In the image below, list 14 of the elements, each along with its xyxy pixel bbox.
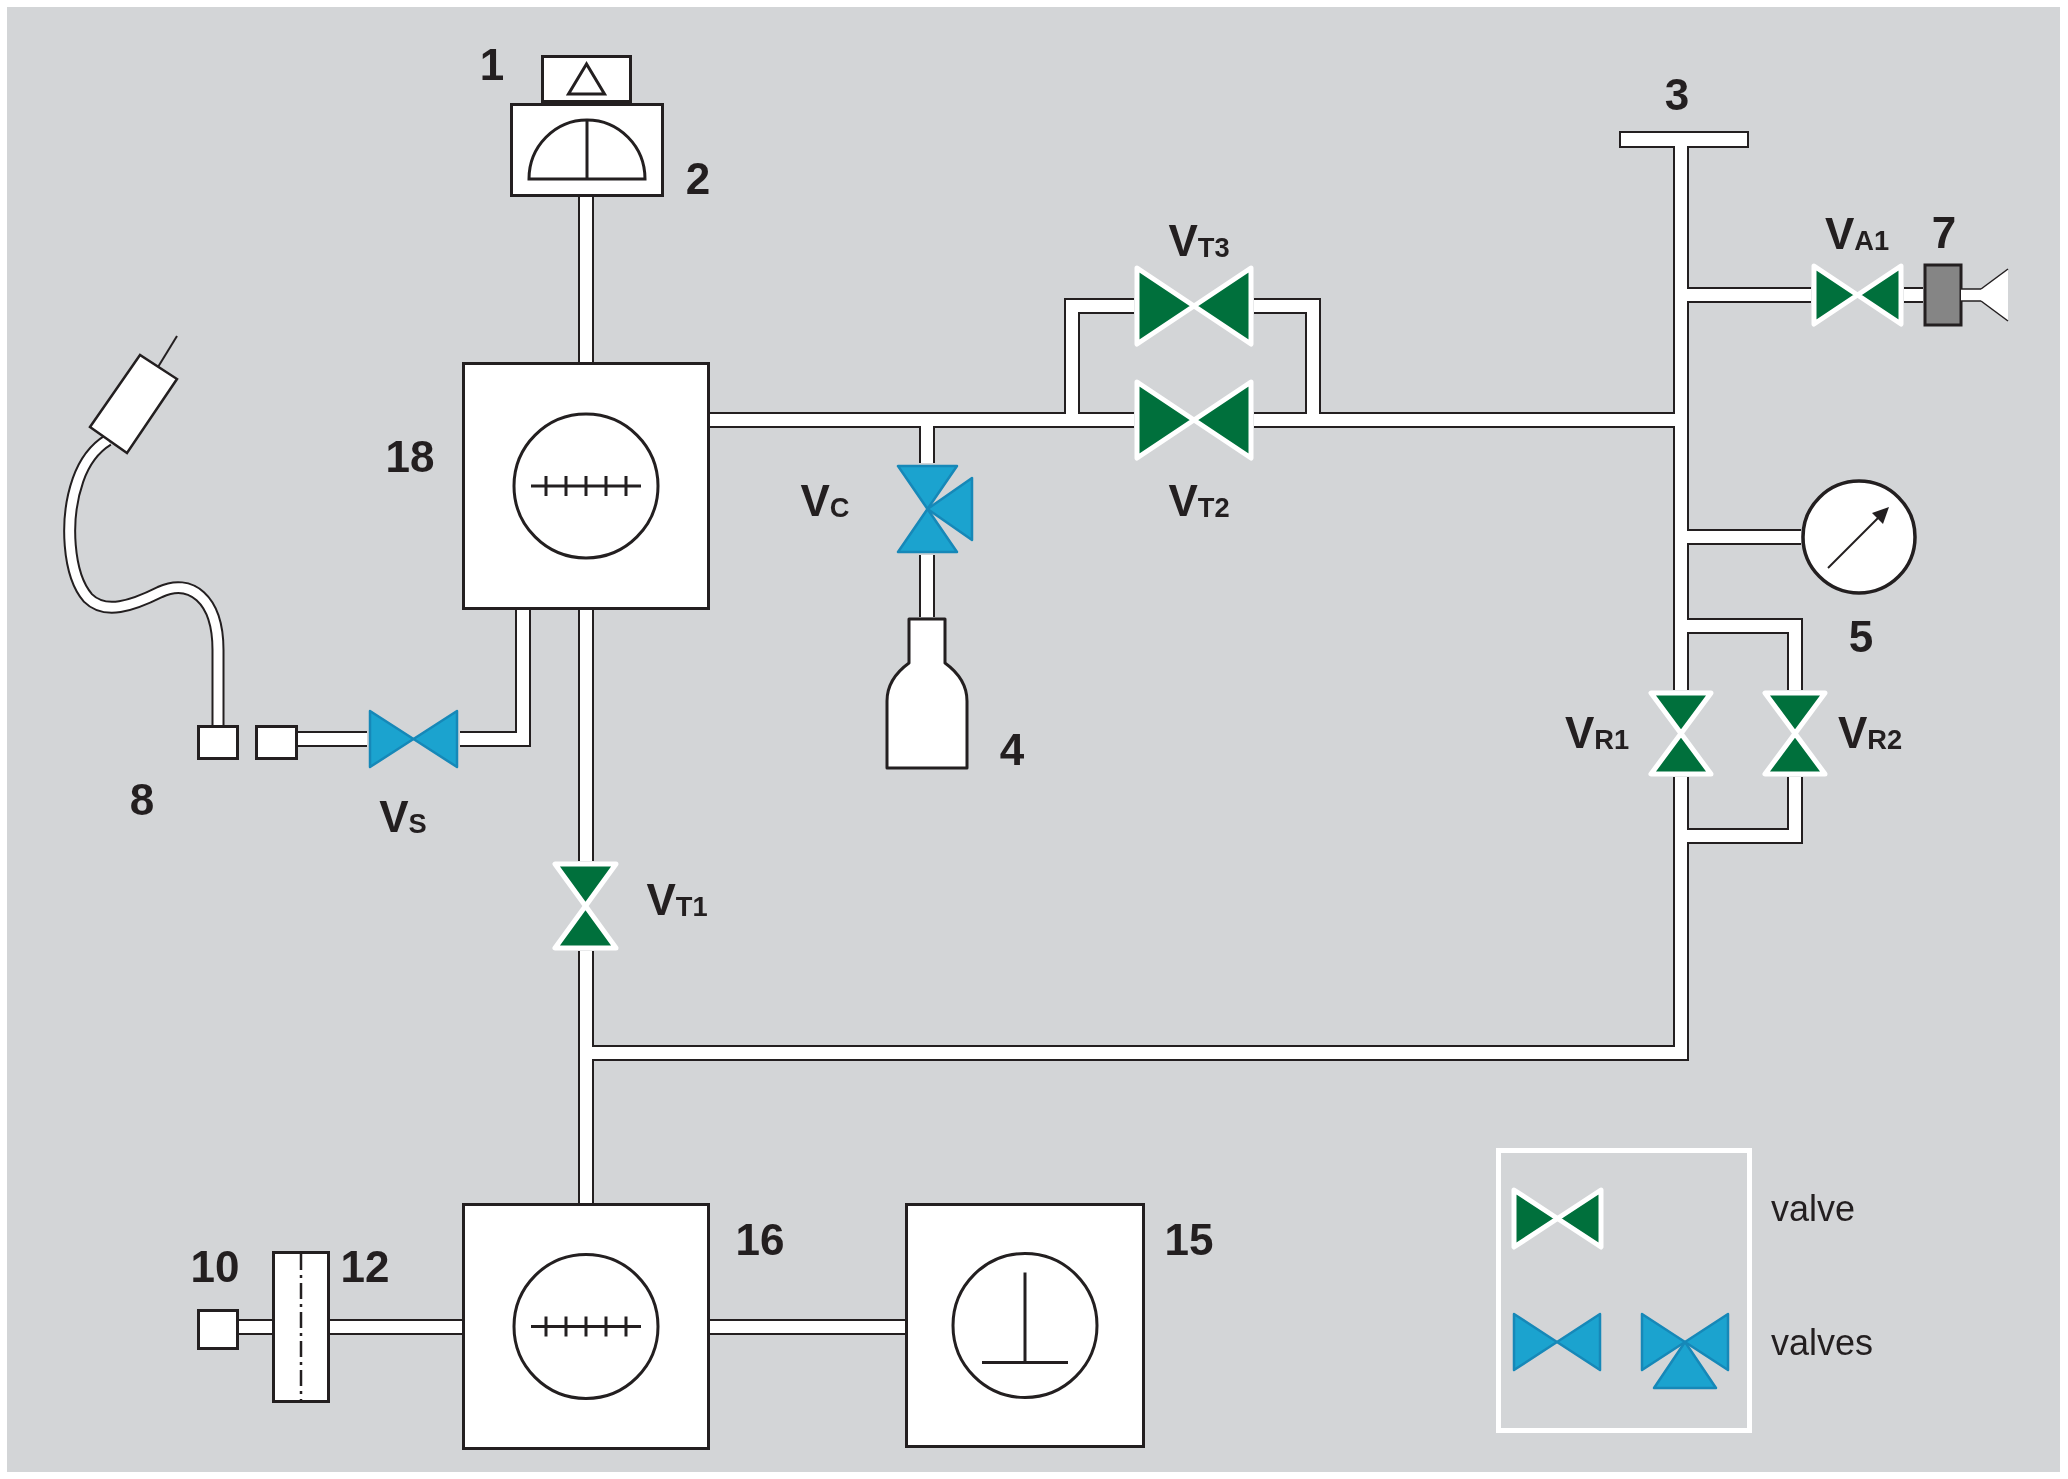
callout-number: 4 [999, 728, 1025, 772]
legend-label: valve [1771, 1191, 1856, 1227]
callout-number: 12 [340, 1245, 390, 1289]
callout-number: 1 [479, 43, 505, 87]
callout-number: 5 [1848, 615, 1874, 659]
callout-number: 10 [190, 1245, 240, 1289]
callout-number: 7 [1931, 211, 1957, 255]
callout-number: 3 [1664, 73, 1690, 117]
callout-number: 2 [685, 157, 711, 201]
legend-label: valves [1771, 1325, 1874, 1361]
callout-number: 16 [735, 1218, 785, 1262]
callout-number: 18 [385, 435, 435, 479]
callout-number: 15 [1164, 1218, 1214, 1262]
callout-number: 8 [129, 778, 155, 822]
